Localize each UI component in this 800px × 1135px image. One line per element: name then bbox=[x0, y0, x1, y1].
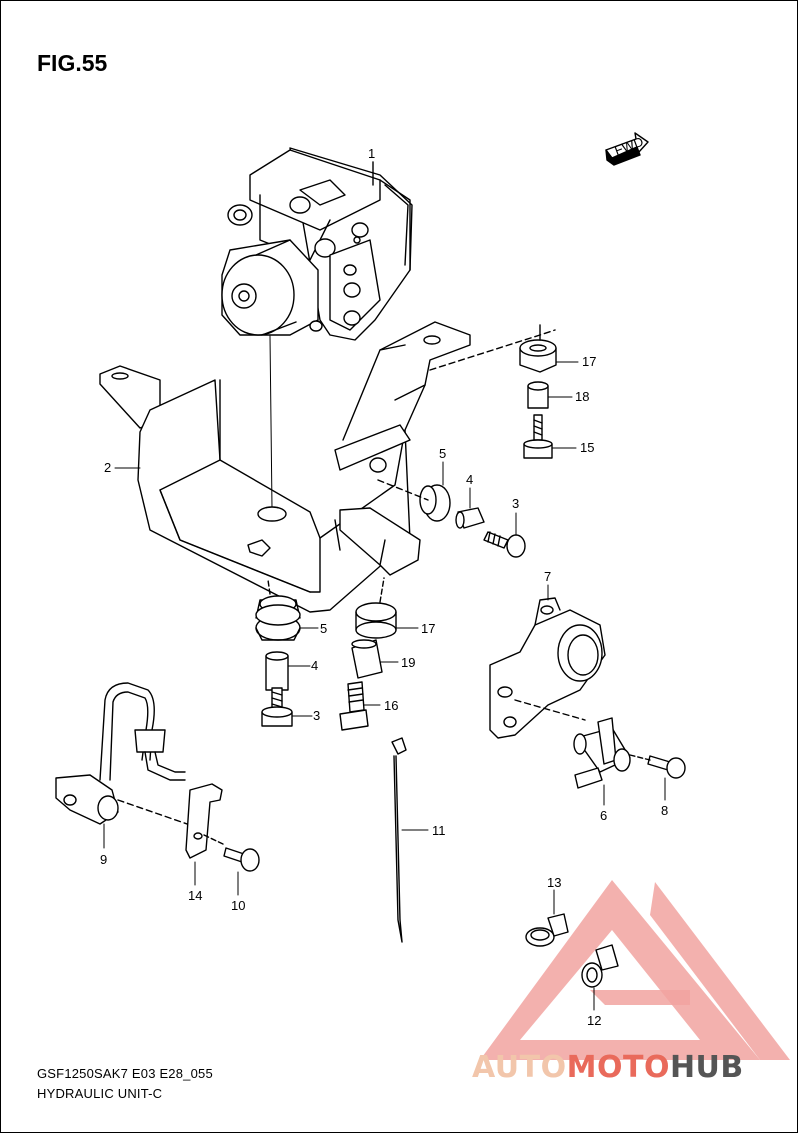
part-9-front-sensor bbox=[55, 682, 191, 826]
part-5-grommet-low bbox=[255, 579, 301, 641]
part-11-cable-tie bbox=[391, 737, 407, 943]
callout-5-mid: 5 bbox=[439, 446, 446, 461]
watermark-part-hub: HUB bbox=[669, 1050, 744, 1085]
part-8-bolt bbox=[629, 754, 686, 779]
callout-3-low: 3 bbox=[313, 708, 320, 723]
part-14-clamp bbox=[185, 783, 226, 859]
callout-17-upper: 17 bbox=[582, 354, 596, 369]
part-13-clip bbox=[525, 913, 569, 947]
callout-15: 15 bbox=[580, 440, 594, 455]
callout-12: 12 bbox=[587, 1013, 601, 1028]
part-15-bolt-upper bbox=[523, 414, 553, 459]
diagram-name: HYDRAULIC UNIT-C bbox=[37, 1086, 163, 1101]
callout-13: 13 bbox=[547, 875, 561, 890]
part-2-bracket bbox=[99, 321, 556, 613]
part-7-sensor-bracket bbox=[489, 597, 606, 739]
callout-5-low: 5 bbox=[320, 621, 327, 636]
callout-1: 1 bbox=[368, 146, 375, 161]
part-6-speed-sensor bbox=[573, 717, 631, 789]
callout-7: 7 bbox=[544, 569, 551, 584]
callout-17-low: 17 bbox=[421, 621, 435, 636]
callout-14: 14 bbox=[188, 888, 202, 903]
part-4-collar-mid bbox=[455, 507, 485, 529]
part-3-bolt-mid bbox=[483, 531, 526, 558]
watermark-text: AUTOMOTOHUB bbox=[472, 1050, 744, 1085]
callout-labels: 1 2 3 3 4 4 5 5 6 7 8 9 10 11 12 13 14 1… bbox=[100, 146, 668, 1028]
callout-4-mid: 4 bbox=[466, 472, 473, 487]
part-5-grommet-mid bbox=[377, 479, 451, 522]
part-10-bolt bbox=[223, 847, 260, 872]
callout-18: 18 bbox=[575, 389, 589, 404]
watermark-logo-shape bbox=[480, 880, 790, 1060]
part-17-grommet-upper bbox=[519, 324, 557, 373]
part-19-collar bbox=[351, 639, 383, 679]
diagram-code: GSF1250SAK7 E03 E28_055 bbox=[37, 1066, 213, 1081]
part-16-bolt bbox=[339, 681, 369, 731]
callout-19: 19 bbox=[401, 655, 415, 670]
part-17-grommet-low bbox=[355, 577, 397, 639]
figure-title: FIG.55 bbox=[37, 50, 108, 76]
callout-8: 8 bbox=[661, 803, 668, 818]
callout-3-mid: 3 bbox=[512, 496, 519, 511]
callout-10: 10 bbox=[231, 898, 245, 913]
part-12-clip bbox=[581, 944, 619, 988]
callout-2: 2 bbox=[104, 460, 111, 475]
callout-11: 11 bbox=[432, 823, 446, 838]
watermark-part-auto: AUTO bbox=[472, 1050, 567, 1085]
fwd-arrow-icon: FWD bbox=[605, 132, 649, 166]
part-4-collar-low bbox=[265, 651, 289, 691]
leader-1b bbox=[269, 335, 273, 509]
part-3-bolt-low bbox=[261, 687, 293, 727]
callout-4-low: 4 bbox=[311, 658, 318, 673]
callout-9: 9 bbox=[100, 852, 107, 867]
callout-6: 6 bbox=[600, 808, 607, 823]
watermark-part-moto: MOTO bbox=[566, 1050, 670, 1085]
part-18-collar bbox=[527, 381, 549, 409]
callout-16: 16 bbox=[384, 698, 398, 713]
part-1-hydraulic-unit bbox=[221, 147, 413, 341]
